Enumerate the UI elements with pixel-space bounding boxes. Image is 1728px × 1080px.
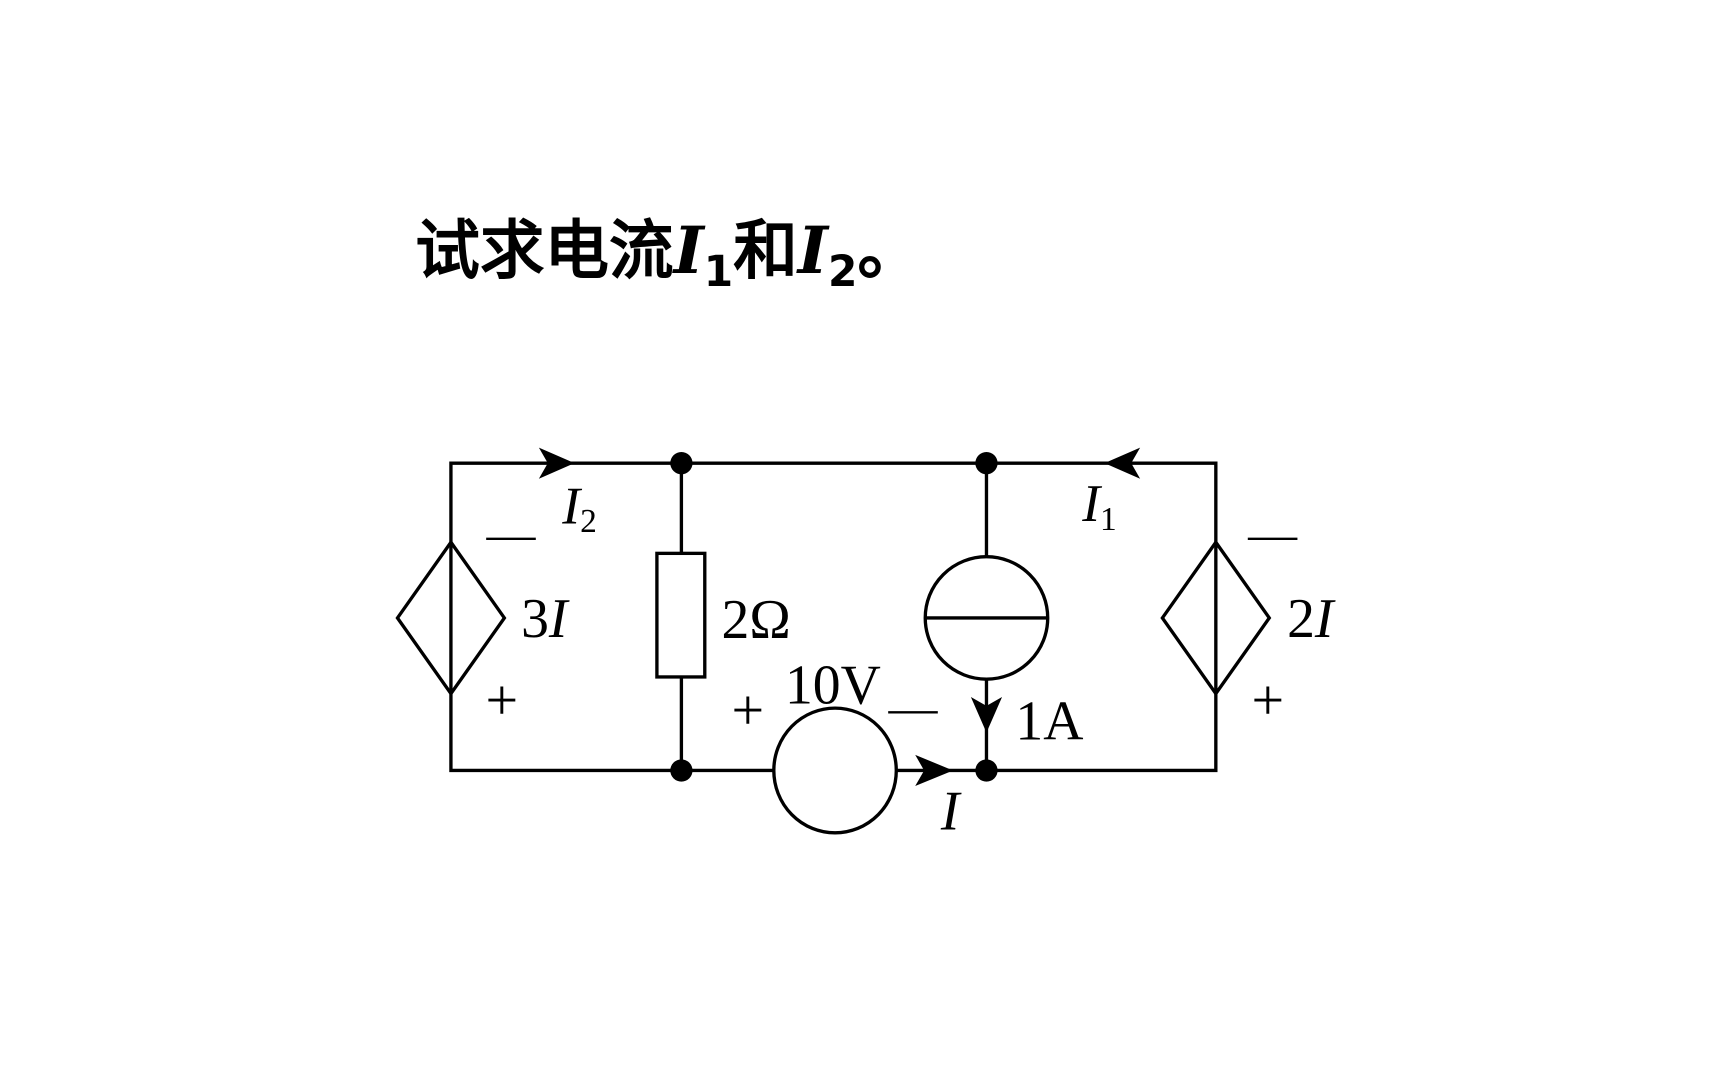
label-i: I — [940, 780, 962, 842]
junction-nodes — [670, 452, 998, 782]
label-voltage: 10V — [785, 655, 881, 717]
plus-left: + — [485, 667, 518, 732]
minus-left: — — [486, 506, 537, 561]
label-i1: I1 — [1081, 473, 1117, 538]
label-3i: 3I — [521, 588, 570, 650]
label-resistor: 2Ω — [721, 589, 790, 651]
current-source-1a — [923, 555, 1050, 681]
label-i2: I2 — [561, 475, 597, 540]
plus-right: + — [1251, 667, 1284, 732]
problem-title: 试求电流I1和I2。 — [415, 213, 922, 296]
arrow-i-icon — [915, 754, 954, 787]
arrow-i1-icon — [1104, 447, 1141, 479]
minus-voltage: — — [887, 680, 938, 735]
arrow-1a-icon — [970, 696, 1003, 733]
label-2i: 2I — [1287, 588, 1336, 650]
wires — [449, 461, 1218, 773]
plus-voltage: + — [732, 677, 765, 742]
resistor — [655, 551, 707, 679]
label-current: 1A — [1015, 690, 1083, 752]
voltage-source-10v — [772, 706, 898, 835]
arrow-i2-icon — [538, 447, 575, 479]
minus-right: — — [1247, 506, 1298, 561]
